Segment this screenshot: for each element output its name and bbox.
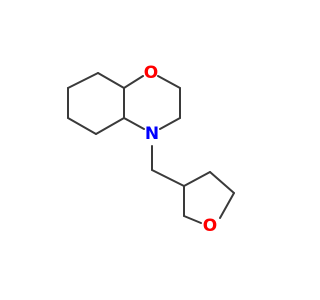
oxolane-oxygen-atom-label: O [203,216,217,236]
bond [183,171,211,187]
cyclohexane-ring [67,72,125,135]
nitrogen-atom-label: N [145,124,159,144]
oxygen-atom-label: O [144,63,158,83]
bond [123,117,145,130]
bond [159,117,181,130]
structure-canvas: O N O [67,63,235,236]
oxazine-ring [123,75,181,130]
bond [219,192,235,219]
bond [209,171,235,194]
molecule-drawing: O N O [67,63,235,236]
bond [151,169,185,187]
bond [67,72,99,89]
bond [95,117,125,135]
bond [123,75,144,89]
bond [183,215,202,224]
bond [97,72,125,89]
bond [157,75,181,89]
oxolane-ring [183,171,235,224]
bond [67,117,97,135]
methylene-linker [151,145,185,187]
